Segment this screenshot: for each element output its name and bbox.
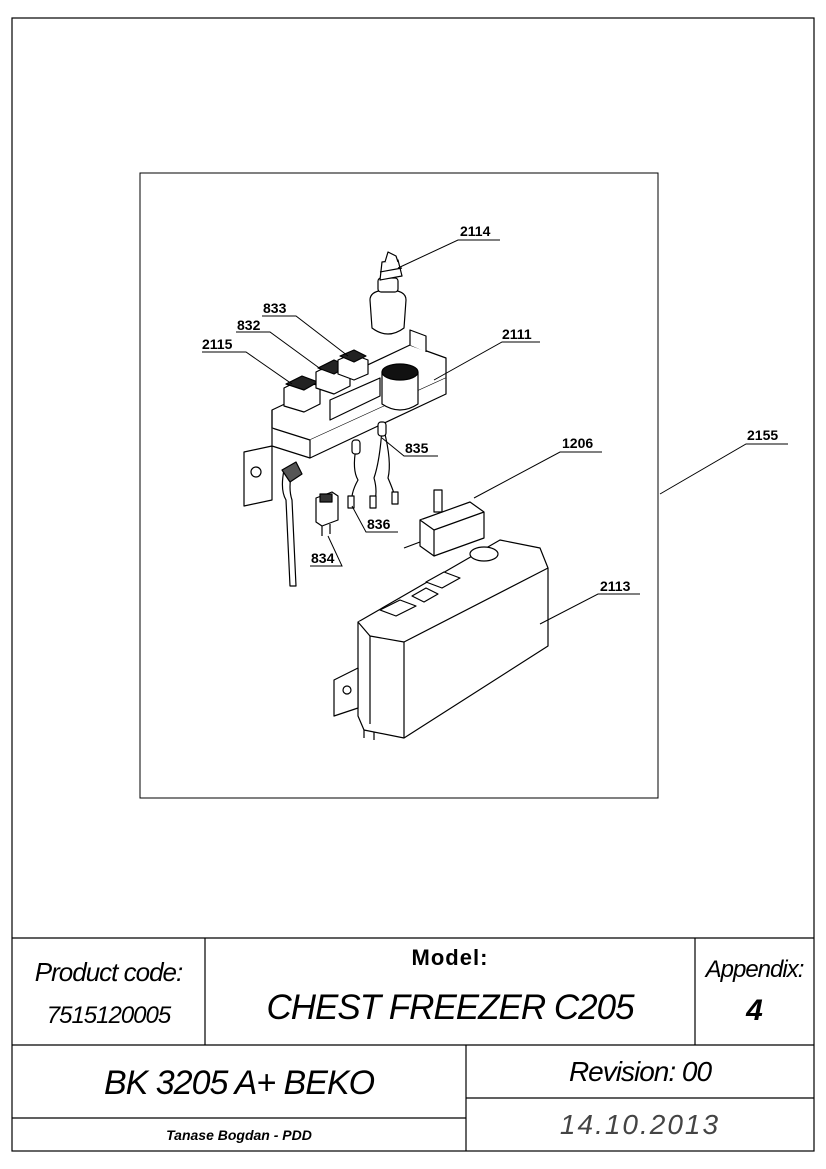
model-name: CHEST FREEZER C205 — [266, 988, 634, 1027]
product-code-label: Product code: — [34, 956, 183, 987]
appendix-label: Appendix: — [705, 956, 805, 983]
capillary-tube — [281, 469, 297, 587]
view-frame — [139, 172, 659, 799]
callout-2114: 2114 — [460, 223, 491, 239]
plug-part — [281, 461, 303, 483]
author-name: Tanase Bogdan - PDD — [166, 1127, 312, 1143]
callout-2113: 2113 — [600, 578, 631, 594]
control-housing — [243, 329, 447, 507]
sheet-border — [11, 17, 815, 1152]
callout-835: 835 — [405, 440, 429, 456]
model-label: Model: — [411, 945, 489, 970]
appendix-number: 4 — [746, 994, 763, 1027]
revision-label: Revision: 00 — [568, 1056, 712, 1087]
door-switch-part — [315, 491, 339, 536]
knob-part — [369, 251, 407, 335]
callout-labels: 2114 833 832 2115 2111 835 1206 2155 836… — [202, 223, 778, 594]
callout-2155: 2155 — [747, 427, 778, 443]
callout-832: 832 — [237, 317, 261, 333]
callout-834: 834 — [311, 550, 335, 566]
callout-833: 833 — [263, 300, 287, 316]
thermostat-part — [403, 489, 485, 557]
callout-836: 836 — [367, 516, 391, 532]
callout-1206: 1206 — [562, 435, 593, 451]
parts-illustration — [243, 251, 549, 740]
bk-model-name: BK 3205 A+ BEKO — [103, 1063, 375, 1102]
product-code-value: 7515120005 — [46, 1002, 171, 1029]
callout-2111: 2111 — [502, 326, 532, 342]
title-block-grid — [12, 937, 814, 1151]
revision-date: 14.10.2013 — [559, 1109, 721, 1140]
cover-housing — [333, 539, 549, 740]
callout-2115: 2115 — [202, 336, 233, 352]
leader-lines — [202, 239, 788, 625]
wire-harness — [347, 421, 399, 509]
